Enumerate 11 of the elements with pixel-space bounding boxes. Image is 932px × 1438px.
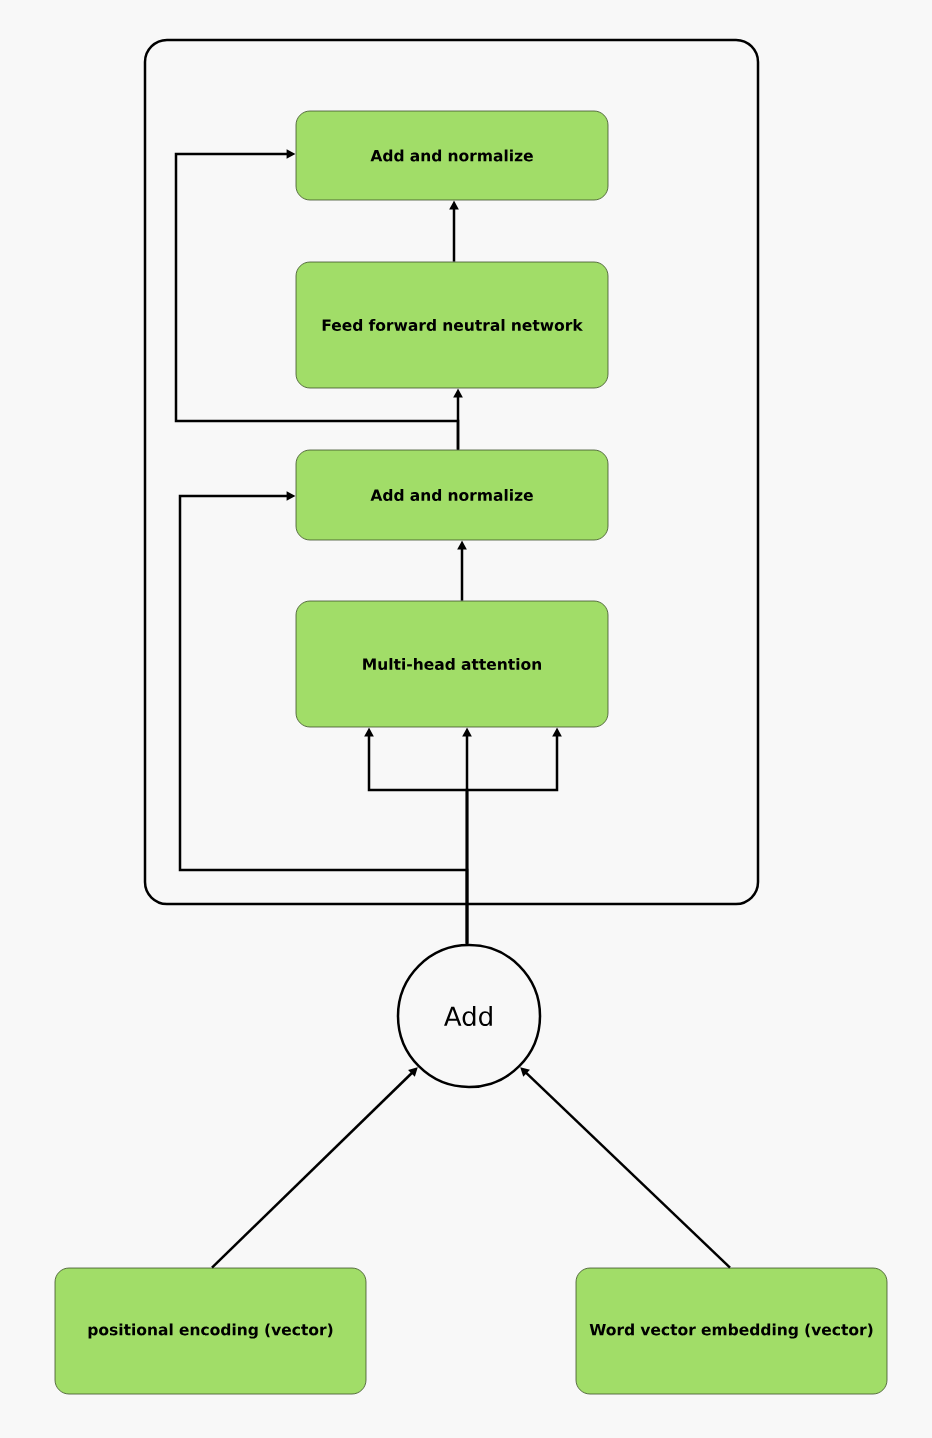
process-box: Multi-head attention xyxy=(295,600,609,728)
process-box: positional encoding (vector) xyxy=(54,1267,367,1395)
process-box: Feed forward neutral network xyxy=(295,261,609,389)
process-box: Add and normalize xyxy=(295,449,609,541)
container-frame xyxy=(143,38,760,906)
arrow xyxy=(211,1067,418,1269)
process-box: Add and normalize xyxy=(295,110,609,201)
arrow xyxy=(178,491,469,944)
arrow xyxy=(174,149,460,450)
process-box: Word vector embedding (vector) xyxy=(575,1267,888,1395)
arrow xyxy=(520,1067,731,1269)
